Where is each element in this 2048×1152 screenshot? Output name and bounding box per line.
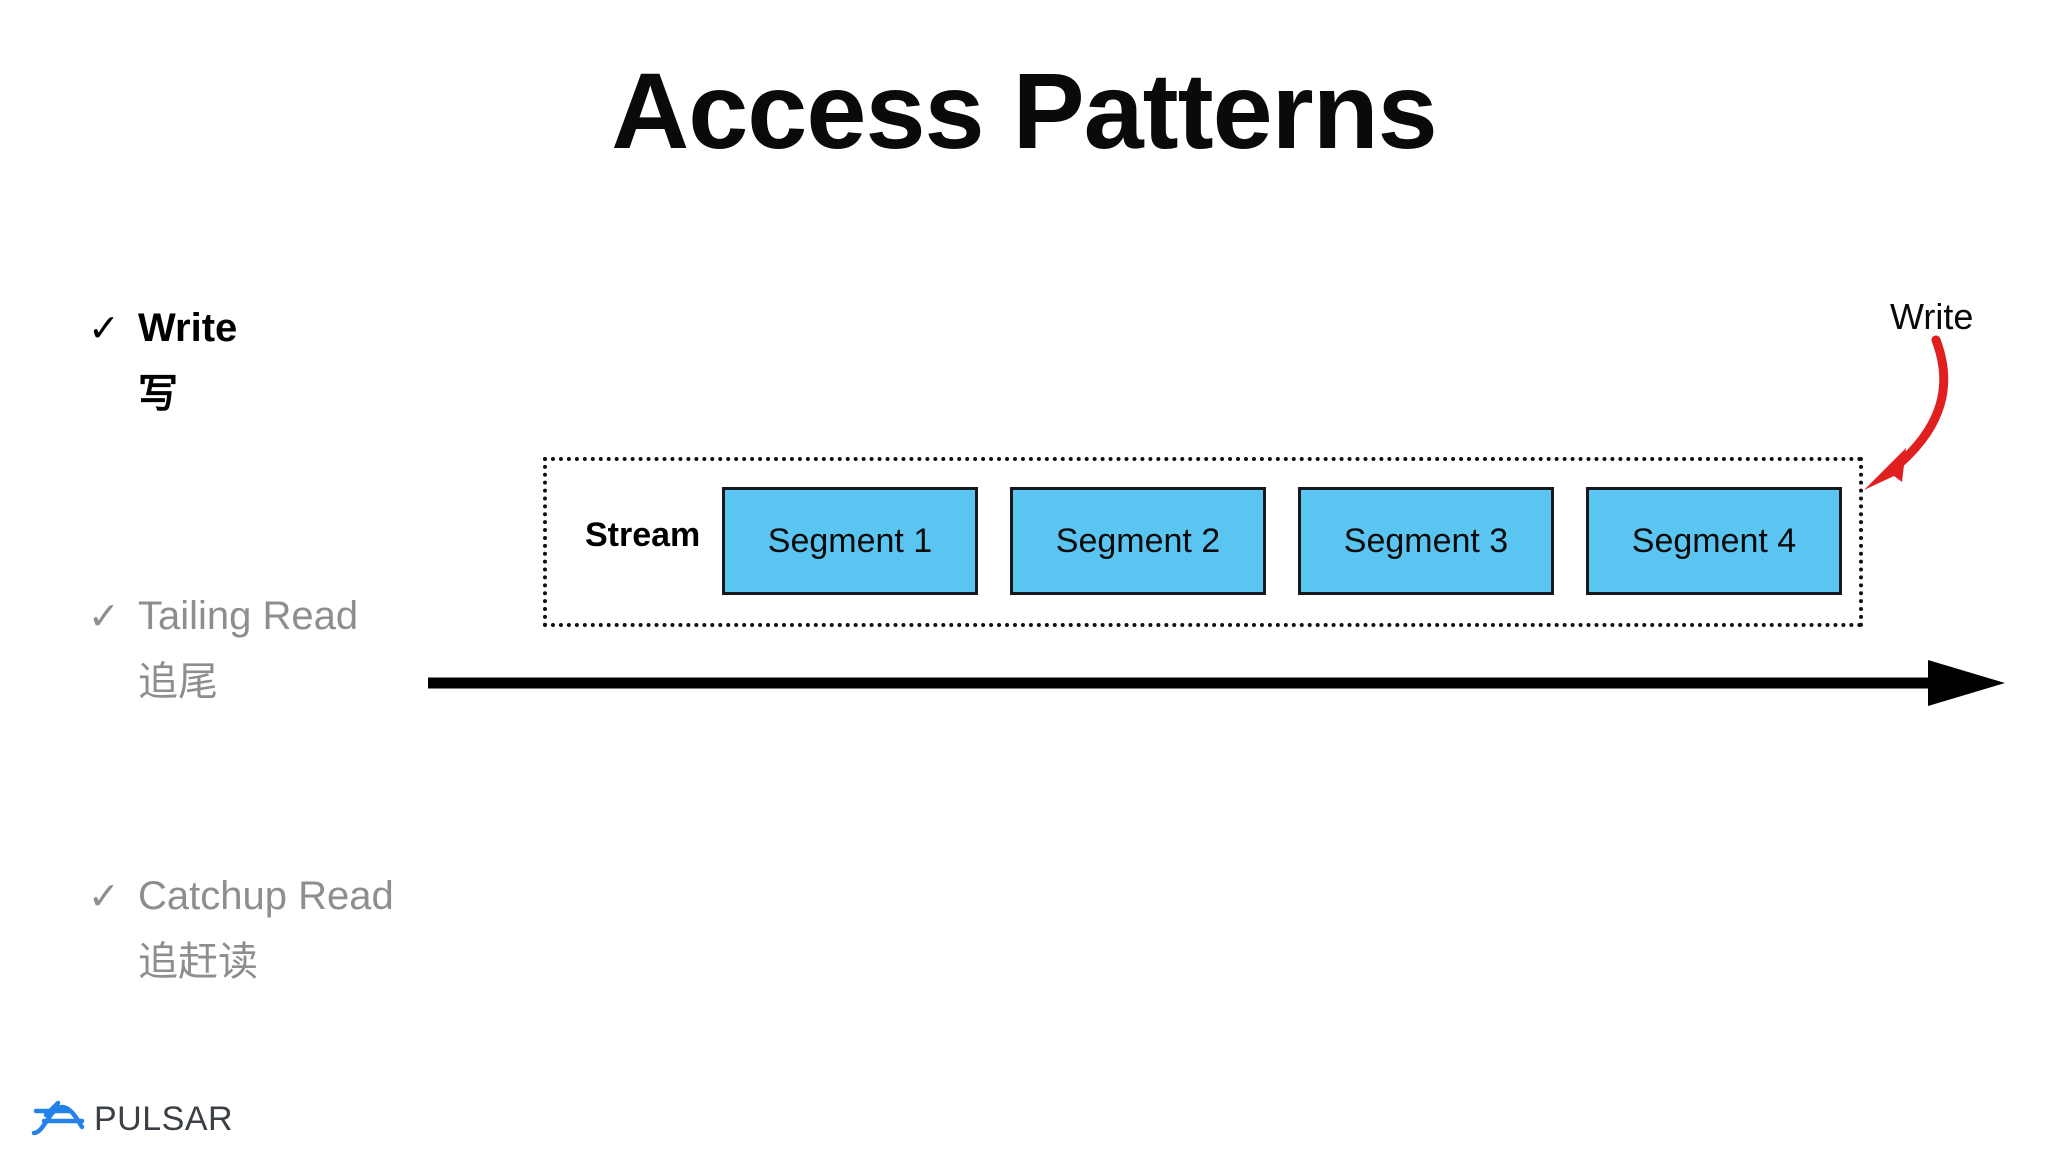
segment-label: Segment 3: [1343, 521, 1509, 560]
bullet-item-catchup-read[interactable]: ✓ Catchup Read 追赶读: [88, 876, 394, 982]
bullet-row: ✓ Write: [88, 308, 237, 348]
bullet-item-write[interactable]: ✓ Write 写: [88, 308, 237, 414]
check-icon: ✓: [88, 596, 120, 638]
bullet-row: ✓ Tailing Read: [88, 596, 358, 636]
segment-box[interactable]: Segment 4: [1586, 487, 1842, 595]
pulsar-wordmark: PULSAR: [94, 1100, 234, 1138]
segment-box[interactable]: Segment 1: [722, 487, 978, 595]
page-title: Access Patterns: [611, 50, 1437, 171]
segment-label: Segment 4: [1631, 521, 1797, 560]
bullet-sublabel-write: 写: [138, 372, 178, 416]
check-icon: ✓: [88, 876, 120, 918]
stream-label: Stream: [585, 516, 701, 554]
pulsar-wave-icon: [31, 1100, 85, 1136]
bullet-label-tailing-read: Tailing Read: [138, 594, 359, 638]
segment-box[interactable]: Segment 3: [1298, 487, 1554, 595]
bullet-sublabel-catchup-read: 追赶读: [138, 940, 258, 984]
write-annotation-label: Write: [1890, 296, 1974, 337]
bullet-item-tailing-read[interactable]: ✓ Tailing Read 追尾: [88, 596, 358, 702]
pulsar-logo: PULSAR: [30, 1092, 233, 1146]
bullet-sublabel-tailing-read: 追尾: [138, 660, 218, 704]
bullet-row: ✓ Catchup Read: [88, 876, 394, 916]
check-icon: ✓: [88, 308, 120, 350]
segment-label: Segment 1: [767, 521, 933, 560]
bullet-label-catchup-read: Catchup Read: [138, 874, 394, 918]
stream-container: [543, 457, 1863, 627]
time-axis-arrow: [428, 660, 2005, 706]
bullet-label-write: Write: [138, 306, 238, 350]
segment-box[interactable]: Segment 2: [1010, 487, 1266, 595]
segment-label: Segment 2: [1055, 521, 1221, 560]
